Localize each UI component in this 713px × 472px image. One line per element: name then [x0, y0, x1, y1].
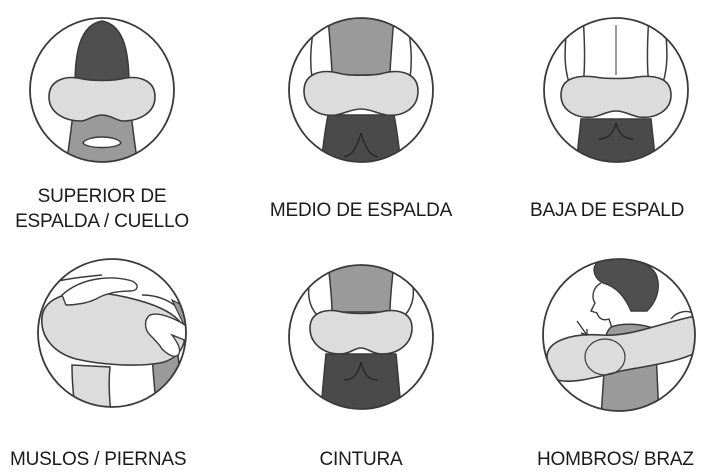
- position-lower-back: [541, 15, 713, 165]
- position-waist: [286, 262, 436, 412]
- thighs-legs-illustration: [37, 258, 187, 408]
- upper-back-neck-illustration: [29, 17, 175, 163]
- label-waist: CINTURA: [319, 449, 403, 470]
- position-shoulders-arms: [541, 257, 713, 419]
- label-shoulders-arms: HOMBROS/ BRAZ: [537, 449, 694, 470]
- lower-back-illustration: [543, 17, 689, 163]
- position-mid-back: [286, 15, 436, 165]
- waist-illustration: [288, 264, 434, 410]
- label-lower-back: BAJA DE ESPALD: [530, 200, 685, 221]
- mid-back-illustration: [288, 17, 434, 163]
- label-thighs-legs: MUSLOS / PIERNAS: [10, 449, 187, 470]
- label-mid-back: MEDIO DE ESPALDA: [269, 200, 453, 221]
- label-upper-back-neck: SUPERIOR DE ESPALDA / CUELLO: [15, 186, 189, 232]
- position-upper-back-neck: [27, 15, 177, 165]
- position-thighs-legs: [32, 255, 204, 415]
- shoulders-arms-illustration: [542, 258, 696, 412]
